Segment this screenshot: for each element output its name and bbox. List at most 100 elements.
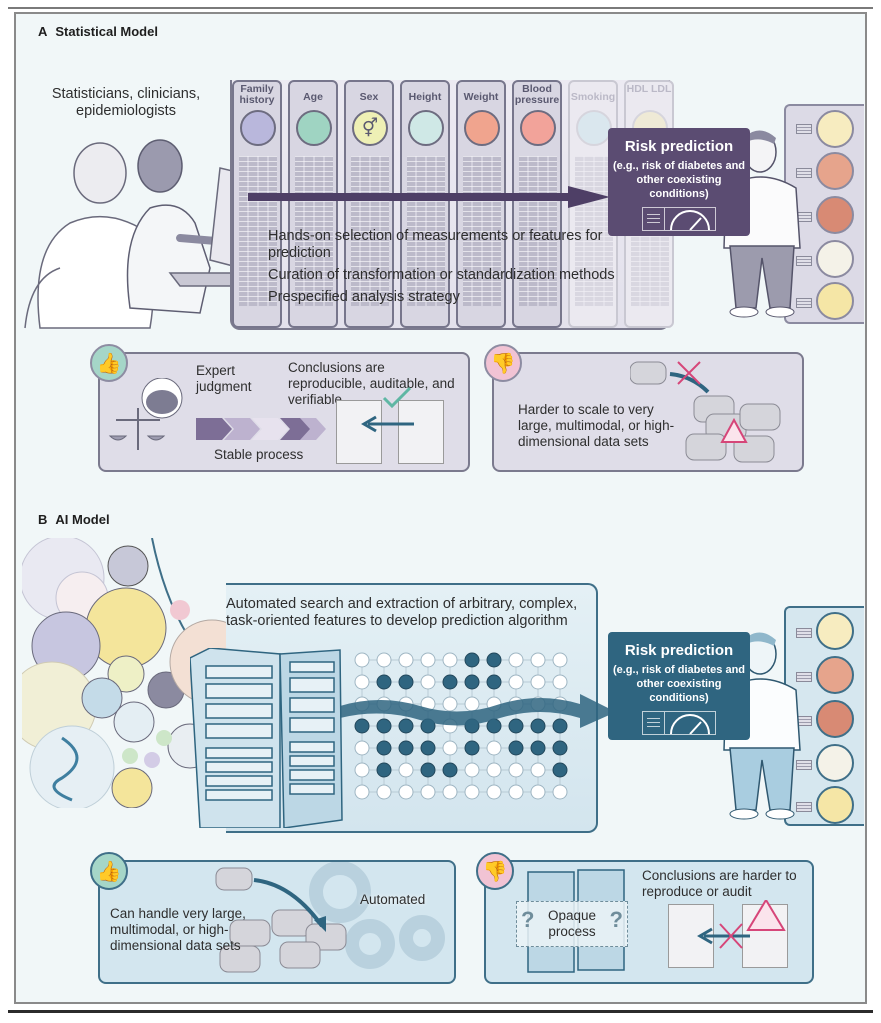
report-icon — [643, 712, 665, 734]
opaque-process-label: Opaque process — [547, 908, 597, 939]
inactive-node — [354, 652, 370, 668]
report-icon — [643, 208, 665, 230]
data-grid — [519, 156, 557, 306]
report-tab — [796, 760, 812, 770]
inactive-node — [354, 674, 370, 690]
thumbs-up-icon: 👍 — [90, 344, 128, 382]
inactive-node — [508, 652, 524, 668]
active-node — [508, 718, 524, 734]
report-tab — [796, 628, 812, 638]
warning-icon — [746, 900, 786, 931]
feature-sex: Sex ⚥ — [344, 80, 394, 328]
risk-subtitle: (e.g., risk of diabetes and other coexis… — [612, 160, 746, 200]
process-line: Curation of transformation or standardiz… — [268, 267, 615, 283]
active-node — [420, 762, 436, 778]
risk-gauge — [642, 711, 716, 735]
heart-icon — [816, 152, 854, 190]
gauge-dial-icon — [665, 712, 715, 735]
inactive-node — [530, 652, 546, 668]
inactive-node — [354, 762, 370, 778]
active-node — [464, 674, 480, 690]
active-node — [464, 652, 480, 668]
data-grid — [575, 156, 613, 306]
inactive-node — [442, 652, 458, 668]
x-mark-icon — [677, 361, 701, 385]
active-node — [486, 674, 502, 690]
inactive-node — [442, 784, 458, 800]
panel-b-title-text: AI Model — [55, 512, 110, 527]
conclusion-reproducible-label: Conclusions are reproducible, auditable,… — [288, 360, 455, 407]
inactive-node — [508, 784, 524, 800]
inactive-node — [552, 652, 568, 668]
pancreas-icon — [816, 282, 854, 320]
audit-difficulty-label: Conclusions are harder to reproduce or a… — [642, 868, 797, 899]
data-grid — [463, 156, 501, 306]
automated-label: Automated — [360, 892, 426, 907]
thumbs-up-icon: 👍 — [90, 852, 128, 890]
scale-icon — [464, 110, 500, 146]
active-node — [376, 740, 392, 756]
process-line: Hands-on selection of measurements or fe… — [268, 228, 603, 261]
nerve-cell-icon — [816, 744, 854, 782]
thumbs-down-icon: 👎 — [484, 344, 522, 382]
arrow-to-risk-a — [248, 186, 610, 208]
active-node — [354, 718, 370, 734]
gender-symbols-icon — [107, 655, 145, 693]
inactive-node — [464, 762, 480, 778]
arrow-to-risk-b — [340, 694, 616, 728]
inactive-node — [552, 674, 568, 690]
calendar-icon — [107, 545, 149, 587]
feature-blood-pressure: Blood pressure — [512, 80, 562, 328]
report-tab — [796, 256, 812, 266]
inactive-node — [398, 652, 414, 668]
panel-a-letter: A — [38, 24, 48, 39]
active-node — [376, 762, 392, 778]
expert-head-scales-icon — [108, 378, 183, 450]
inactive-node — [420, 652, 436, 668]
inactive-node — [530, 784, 546, 800]
report-tab — [796, 168, 812, 178]
inactive-node — [420, 784, 436, 800]
inactive-node — [376, 652, 392, 668]
expert-judgment-label: Expert judgment — [196, 363, 252, 394]
gears-icon — [309, 862, 445, 969]
active-node — [398, 718, 414, 734]
feature-age: Age — [288, 80, 338, 328]
risk-prediction-box-b: Risk prediction (e.g., risk of diabetes … — [608, 632, 750, 740]
active-node — [508, 740, 524, 756]
risk-subtitle: (e.g., risk of diabetes and other coexis… — [612, 664, 746, 704]
height-ruler-icon — [113, 701, 155, 743]
databases-icon — [215, 867, 347, 973]
feature-label: Smoking — [570, 91, 616, 103]
inactive-node — [420, 674, 436, 690]
inactive-node — [486, 762, 502, 778]
organ-strip-a — [784, 104, 864, 324]
inactive-node — [354, 784, 370, 800]
feature-family-history: Family history — [232, 80, 282, 328]
inactive-node — [530, 674, 546, 690]
calendar-icon — [296, 110, 332, 146]
feature-label: Age — [303, 91, 323, 103]
clinician-figure — [24, 142, 155, 329]
active-node — [530, 740, 546, 756]
report-tab — [796, 672, 812, 682]
warning-icon — [720, 417, 748, 443]
data-grid — [407, 156, 445, 306]
thumbs-down-icon: 👎 — [476, 852, 514, 890]
active-node — [530, 718, 546, 734]
panel-b-letter: B — [38, 512, 48, 527]
process-line: Prespecified analysis strategy — [268, 289, 460, 305]
active-node — [552, 740, 568, 756]
active-node — [398, 674, 414, 690]
inactive-node — [464, 784, 480, 800]
blood-pressure-cuff-icon — [520, 110, 556, 146]
opaque-process-box: ? ? Opaque process — [516, 901, 628, 947]
inactive-node — [398, 762, 414, 778]
panel-b-title: B AI Model — [38, 512, 110, 527]
eye-icon — [816, 110, 854, 148]
statistical-process-list: Hands-on selection of measurements or fe… — [268, 228, 628, 311]
ai-scale-advantage-label: Can handle very large, multimodal, or hi… — [110, 906, 246, 953]
failed-reproduction-arrow — [697, 900, 786, 949]
question-mark-icon: ? — [521, 907, 535, 932]
